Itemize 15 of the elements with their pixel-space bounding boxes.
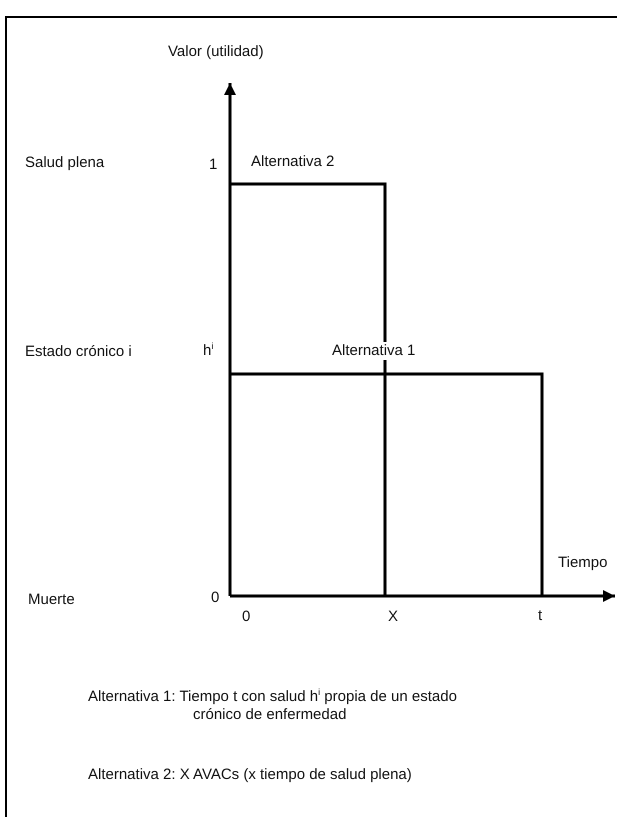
curve-label: Alternativa 2 bbox=[251, 153, 334, 171]
note: Alternativa 1: Tiempo t con salud h$^{i}$ propia de un estado crónico de enfermedad bbox=[88, 688, 458, 724]
axis-title: Tiempo bbox=[558, 554, 608, 572]
note: Alternativa 2: X AVACs (x tiempo de salud plena) bbox=[88, 766, 412, 784]
axis-tick-label: X bbox=[388, 608, 398, 626]
state-label: Salud plena bbox=[25, 154, 104, 172]
axis-tick-label: t bbox=[538, 607, 542, 625]
axis-title: Valor (utilidad) bbox=[168, 43, 264, 61]
axis-tick-label: 0 bbox=[242, 608, 250, 626]
axis-tick-label: 1 bbox=[209, 156, 218, 174]
state-label: Estado crónico i bbox=[25, 343, 132, 361]
state-label: Muerte bbox=[28, 591, 75, 609]
axis-tick-label: 0 bbox=[211, 589, 220, 607]
curve-label: Alternativa 1 bbox=[330, 342, 418, 360]
axis-tick-label: h$^{i}$ bbox=[203, 342, 214, 360]
